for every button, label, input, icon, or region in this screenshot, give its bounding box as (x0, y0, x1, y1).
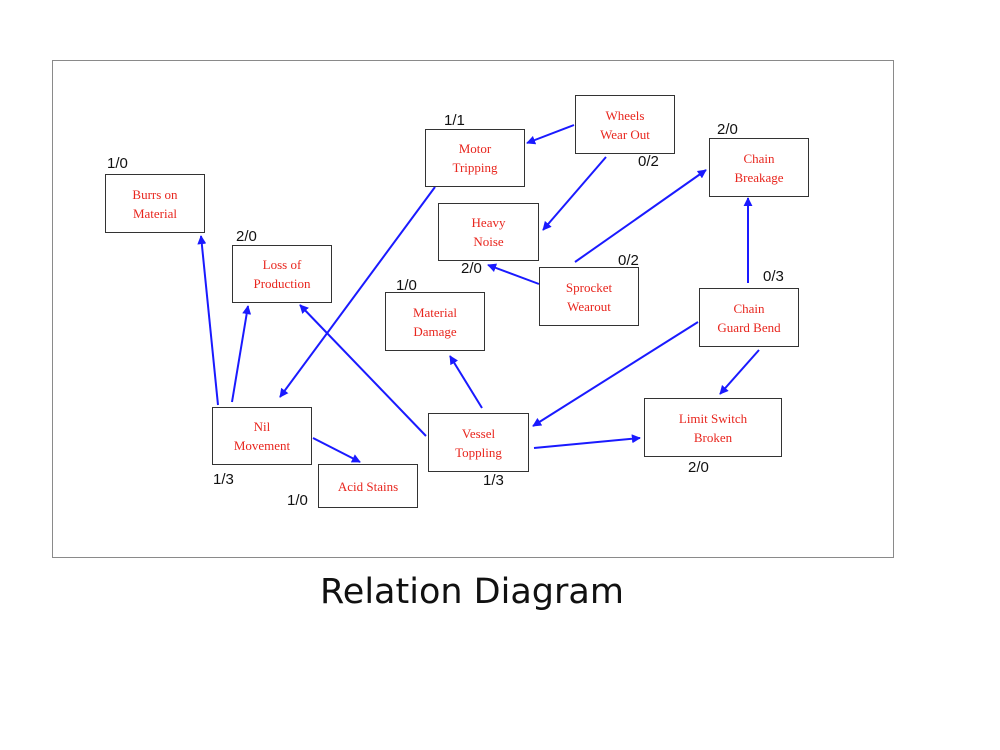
score-wheels: 0/2 (638, 153, 659, 170)
node-label: Motor Tripping (452, 141, 498, 175)
node-label: Vessel Toppling (455, 425, 502, 460)
node-loss-of-production: Loss of Production (232, 245, 332, 303)
node-limit-switch-broken: Limit Switch Broken (644, 398, 782, 457)
score-burrs: 1/0 (107, 155, 128, 172)
node-label: Material Damage (412, 304, 458, 339)
node-chain-guard-bend: Chain Guard Bend (699, 288, 799, 347)
score-sprocket: 0/2 (618, 252, 639, 269)
node-label: Burrs on Material (132, 186, 178, 221)
node-label: Chain Guard Bend (717, 300, 781, 335)
node-label: Heavy Noise (471, 215, 506, 249)
score-loss: 2/0 (236, 228, 257, 245)
node-label: Nil Movement (233, 419, 291, 453)
score-limit: 2/0 (688, 459, 709, 476)
node-material-damage: Material Damage (385, 292, 485, 351)
score-motor: 1/1 (444, 112, 465, 129)
diagram-caption: Relation Diagram (320, 572, 624, 612)
score-material: 1/0 (396, 277, 417, 294)
node-nil-movement: Nil Movement (212, 407, 312, 465)
node-acid-stains: Acid Stains (318, 464, 418, 508)
node-vessel-toppling: Vessel Toppling (428, 413, 529, 472)
node-heavy-noise: Heavy Noise (438, 203, 539, 261)
score-nil: 1/3 (213, 471, 234, 488)
node-label: Sprocket Wearout (565, 279, 613, 314)
score-chain-break: 2/0 (717, 121, 738, 138)
score-vessel: 1/3 (483, 472, 504, 489)
score-chain-guard: 0/3 (763, 268, 784, 285)
node-motor-tripping: Motor Tripping (425, 129, 525, 187)
node-label: Wheels Wear Out (600, 107, 650, 142)
node-label: Acid Stains (337, 478, 399, 494)
score-heavy: 2/0 (461, 260, 482, 277)
node-label: Chain Breakage (734, 150, 784, 185)
node-label: Loss of Production (253, 257, 311, 291)
node-sprocket-wearout: Sprocket Wearout (539, 267, 639, 326)
node-label: Limit Switch Broken (678, 410, 748, 445)
node-chain-breakage: Chain Breakage (709, 138, 809, 197)
node-burrs-on-material: Burrs on Material (105, 174, 205, 233)
score-acid: 1/0 (287, 492, 308, 509)
node-wheels-wear-out: Wheels Wear Out (575, 95, 675, 154)
